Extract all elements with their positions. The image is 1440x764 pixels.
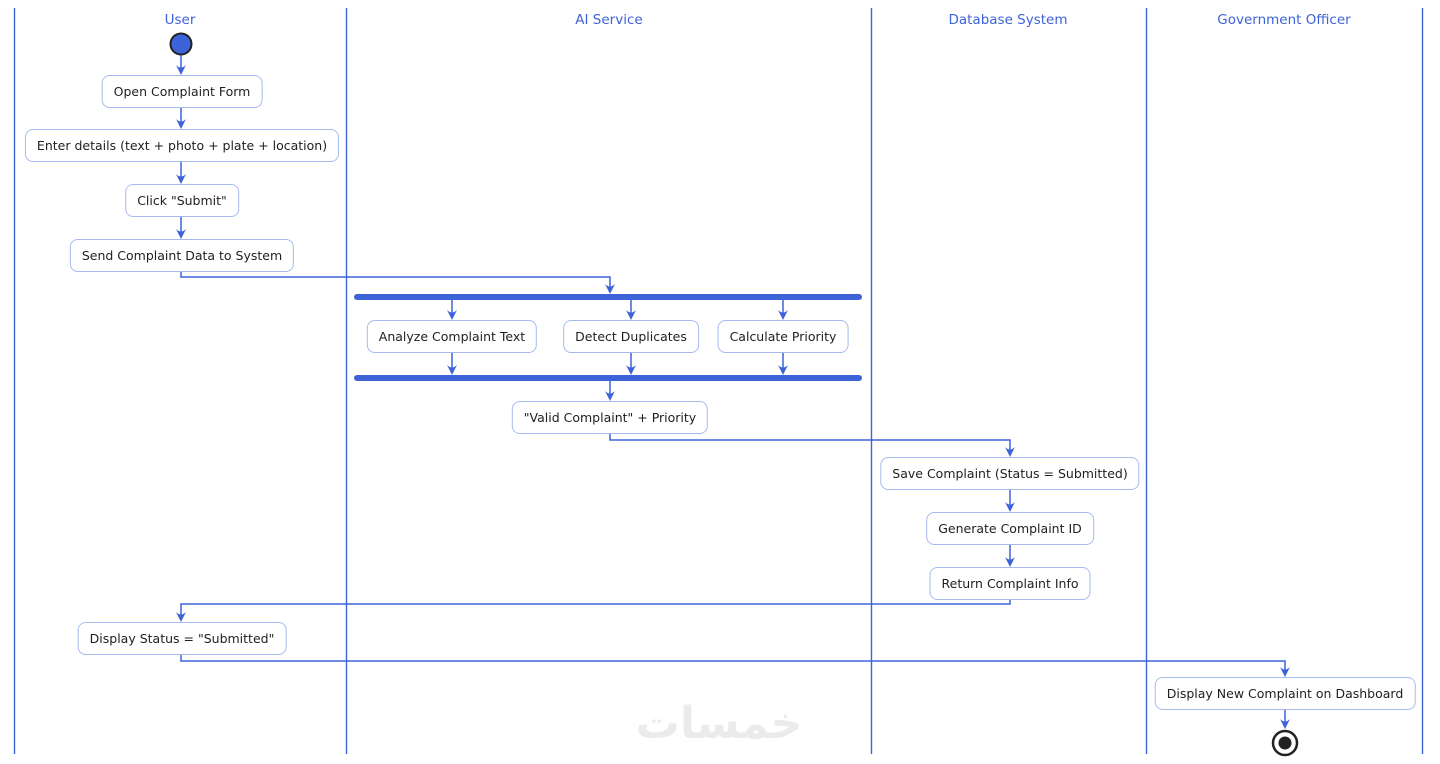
node-click-submit: Click "Submit" bbox=[125, 184, 239, 217]
lane-title-database-system: Database System bbox=[948, 12, 1068, 28]
flow-arrowheads bbox=[176, 65, 1290, 729]
node-analyze-complaint-text: Analyze Complaint Text bbox=[366, 320, 538, 353]
node-detect-duplicates: Detect Duplicates bbox=[563, 320, 699, 353]
lane-title-user: User bbox=[164, 12, 196, 28]
node-enter-details: Enter details (text + photo + plate + lo… bbox=[24, 129, 340, 162]
node-display-status: Display Status = "Submitted" bbox=[77, 622, 287, 655]
swimlane-dividers bbox=[13, 8, 1424, 754]
node-generate-complaint-id: Generate Complaint ID bbox=[926, 512, 1094, 545]
fork-bar bbox=[354, 294, 862, 300]
node-save-complaint: Save Complaint (Status = Submitted) bbox=[880, 457, 1140, 490]
node-send-complaint-data: Send Complaint Data to System bbox=[69, 239, 295, 272]
watermark-text: خمسات bbox=[635, 698, 803, 749]
node-valid-complaint: "Valid Complaint" + Priority bbox=[511, 401, 709, 434]
lane-title-government-officer: Government Officer bbox=[1217, 12, 1351, 28]
node-return-complaint-info: Return Complaint Info bbox=[929, 567, 1091, 600]
end-node bbox=[1271, 729, 1299, 757]
join-bar bbox=[354, 375, 862, 381]
start-node bbox=[169, 32, 193, 56]
node-calculate-priority: Calculate Priority bbox=[717, 320, 849, 353]
node-open-complaint-form: Open Complaint Form bbox=[101, 75, 263, 108]
node-display-new-complaint: Display New Complaint on Dashboard bbox=[1154, 677, 1416, 710]
lane-title-ai-service: AI Service bbox=[575, 12, 643, 28]
